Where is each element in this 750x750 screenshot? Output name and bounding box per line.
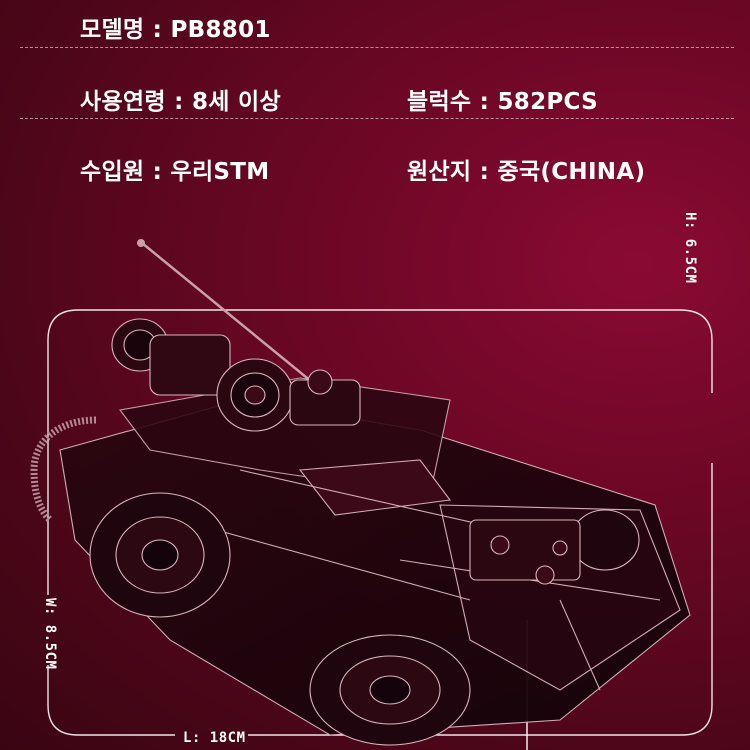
block-count-text: 블럭수 : 582PCS [407,89,599,115]
wheel-rear-right [570,509,640,571]
coiled-cable [30,416,97,523]
wheel-front [89,492,231,618]
antenna [137,239,313,383]
height-dimension-label: H: 6.5CM [682,212,698,284]
wheel-rear [309,634,471,746]
rear-equipment [469,519,581,585]
vehicle-body [59,377,691,736]
divider [20,118,734,119]
turret [111,318,361,432]
model-name-text: 모델명 : PB8801 [80,17,271,43]
origin-text: 원산지 : 중국(CHINA) [407,159,646,185]
divider [20,47,734,48]
age-text: 사용연령 : 8세 이상 [80,89,281,115]
spec-row-age-blocks: 사용연령 : 8세 이상 블럭수 : 582PCS [0,74,750,120]
width-dimension-label: W: 8.5CM [42,598,58,670]
spec-row-model: 모델명 : PB8801 [0,2,750,48]
length-dimension-label: L: 18CM [183,730,246,746]
dimension-frame [47,309,713,736]
importer-text: 수입원 : 우리STM [80,159,270,185]
vehicle-illustration [30,239,713,750]
spec-row-importer-origin: 수입원 : 우리STM 원산지 : 중국(CHINA) [0,144,750,190]
